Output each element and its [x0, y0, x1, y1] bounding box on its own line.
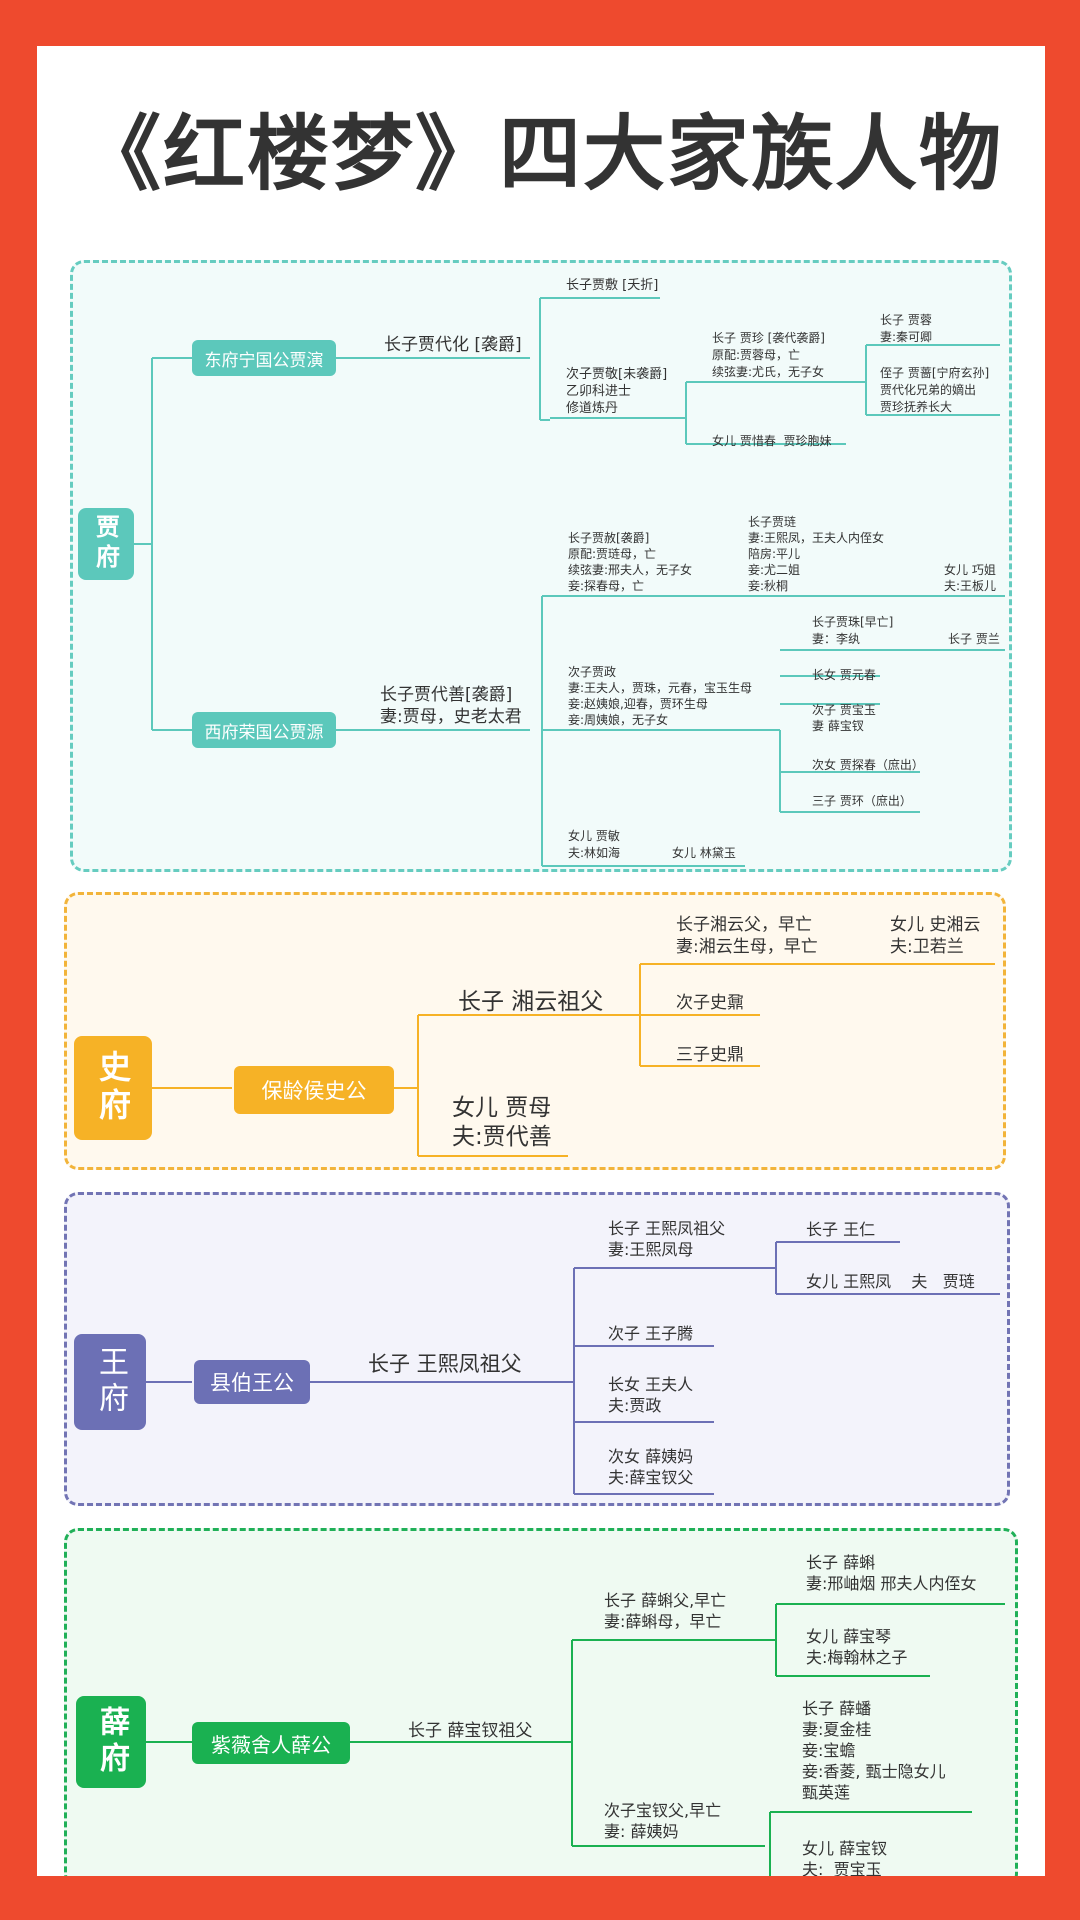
jia-daishan: 长子贾代善[袭爵] 妻:贾母，史老太君	[380, 685, 522, 727]
xue-grandpa: 长子 薛宝钗祖父	[408, 1721, 533, 1741]
jia-tanchun: 次女 贾探春（庶出）	[812, 758, 924, 772]
shi-jiamu: 女儿 贾母 夫:贾代善	[452, 1095, 552, 1150]
jia-qiaojie: 女儿 巧姐 夫:王板儿	[944, 563, 997, 593]
jia-min: 女儿 贾敏 夫:林如海	[568, 829, 621, 860]
shi-xyfather: 长子湘云父，早亡 妻:湘云生母，早亡	[676, 915, 818, 957]
jia-lian: 长子贾琏 妻:王熙凤，王夫人内侄女 陪房:平儿 妾:尤二姐 妾:秋桐	[748, 515, 885, 593]
jia-zhu: 长子贾珠[早亡] 妻：李纨	[812, 615, 894, 646]
jia-xichun: 女儿 贾惜春 贾珍胞妹	[712, 434, 832, 448]
shi-panel	[64, 892, 1006, 1170]
jia-daiyu: 女儿 林黛玉	[672, 846, 736, 860]
xue-baochaifu: 次子宝钗父,早亡 妻: 薛姨妈	[604, 1801, 722, 1841]
wang-gong-node: 县伯王公	[194, 1360, 310, 1404]
wang-xueyima: 次女 薛姨妈 夫:薛宝钗父	[608, 1447, 694, 1487]
jia-she: 长子贾赦[袭爵] 原配:贾琏母，亡 续弦妻:邢夫人，无子女 妾:探春母，亡	[568, 531, 693, 593]
wang-xifeng: 女儿 王熙凤 夫 贾琏	[806, 1272, 975, 1291]
page-title: 《红楼梦》四大家族人物	[78, 107, 1003, 202]
shi-nai: 次子史鼐	[676, 993, 744, 1013]
xue-ke: 长子 薛蝌 妻:邢岫烟 邢夫人内侄女	[806, 1553, 977, 1593]
shi-hou-node: 保龄侯史公	[234, 1066, 394, 1114]
wang-connectors	[146, 1241, 1000, 1495]
jia-huan: 三子 贾环（庶出）	[812, 794, 912, 808]
jia-yuanchun: 长女 贾元春	[812, 668, 876, 682]
jia-jing: 次子贾敬[未袭爵] 乙卯科进士 修道炼丹	[566, 367, 668, 416]
xue-kefu: 长子 薛蝌父,早亡 妻:薛蝌母，早亡	[604, 1591, 727, 1631]
xue-baochai: 女儿 薛宝钗 夫: 贾宝玉	[802, 1839, 888, 1879]
wang-ziteng: 次子 王子腾	[608, 1324, 694, 1343]
jia-zhen: 长子 贾珍 [袭代袭爵] 原配:贾蓉母，亡 续弦妻:尤氏，无子女	[712, 331, 825, 379]
jia-east-node: 东府宁国公贾演	[192, 340, 336, 376]
shi-connectors	[142, 963, 995, 1157]
wang-panel	[64, 1192, 1010, 1506]
jia-rong: 长子 贾蓉 妻:秦可卿	[880, 313, 933, 344]
jia-root: 贾府	[78, 508, 134, 580]
shi-grandpa: 长子 湘云祖父	[458, 989, 604, 1015]
jia-fu: 长子贾敷 [夭折]	[566, 278, 659, 293]
jia-zheng: 次子贾政 妻:王夫人，贾珠，元春，宝玉生母 妾:赵姨娘,迎春，贾环生母 妾:周姨…	[568, 665, 753, 727]
xue-connectors	[146, 1603, 1005, 1880]
shi-ding: 三子史鼎	[676, 1045, 744, 1065]
wang-father: 长子 王熙凤祖父 妻:王熙凤母	[608, 1219, 726, 1259]
wang-grandpa: 长子 王熙凤祖父	[368, 1352, 522, 1376]
jia-west-node: 西府荣国公贾源	[192, 712, 336, 748]
jia-qiang: 侄子 贾蔷[宁府玄孙] 贾代化兄弟的嫡出 贾珍抚养长大	[880, 366, 990, 414]
jia-daihua: 长子贾代化 [袭爵]	[384, 335, 522, 355]
xue-baoqin: 女儿 薛宝琴 夫:梅翰林之子	[806, 1627, 908, 1667]
xue-root: 薛府	[76, 1696, 146, 1788]
wang-ren: 长子 王仁	[806, 1220, 876, 1239]
bottom-border	[0, 1876, 1080, 1920]
wang-furen: 长女 王夫人 夫:贾政	[608, 1375, 694, 1415]
wang-root: 王府	[74, 1334, 146, 1430]
jia-lan: 长子 贾兰	[948, 632, 1000, 646]
jia-connectors	[134, 297, 1005, 867]
shi-root: 史府	[74, 1036, 152, 1140]
shi-xiangyun: 女儿 史湘云 夫:卫若兰	[890, 915, 981, 957]
jia-baoyu: 次子 贾宝玉 妻 薛宝钗	[812, 703, 876, 733]
xue-pan: 长子 薛蟠 妻:夏金桂 妾:宝蟾 妾:香菱, 甄士隐女儿 甄英莲	[802, 1699, 946, 1802]
xue-sheren-node: 紫薇舍人薛公	[192, 1722, 350, 1764]
